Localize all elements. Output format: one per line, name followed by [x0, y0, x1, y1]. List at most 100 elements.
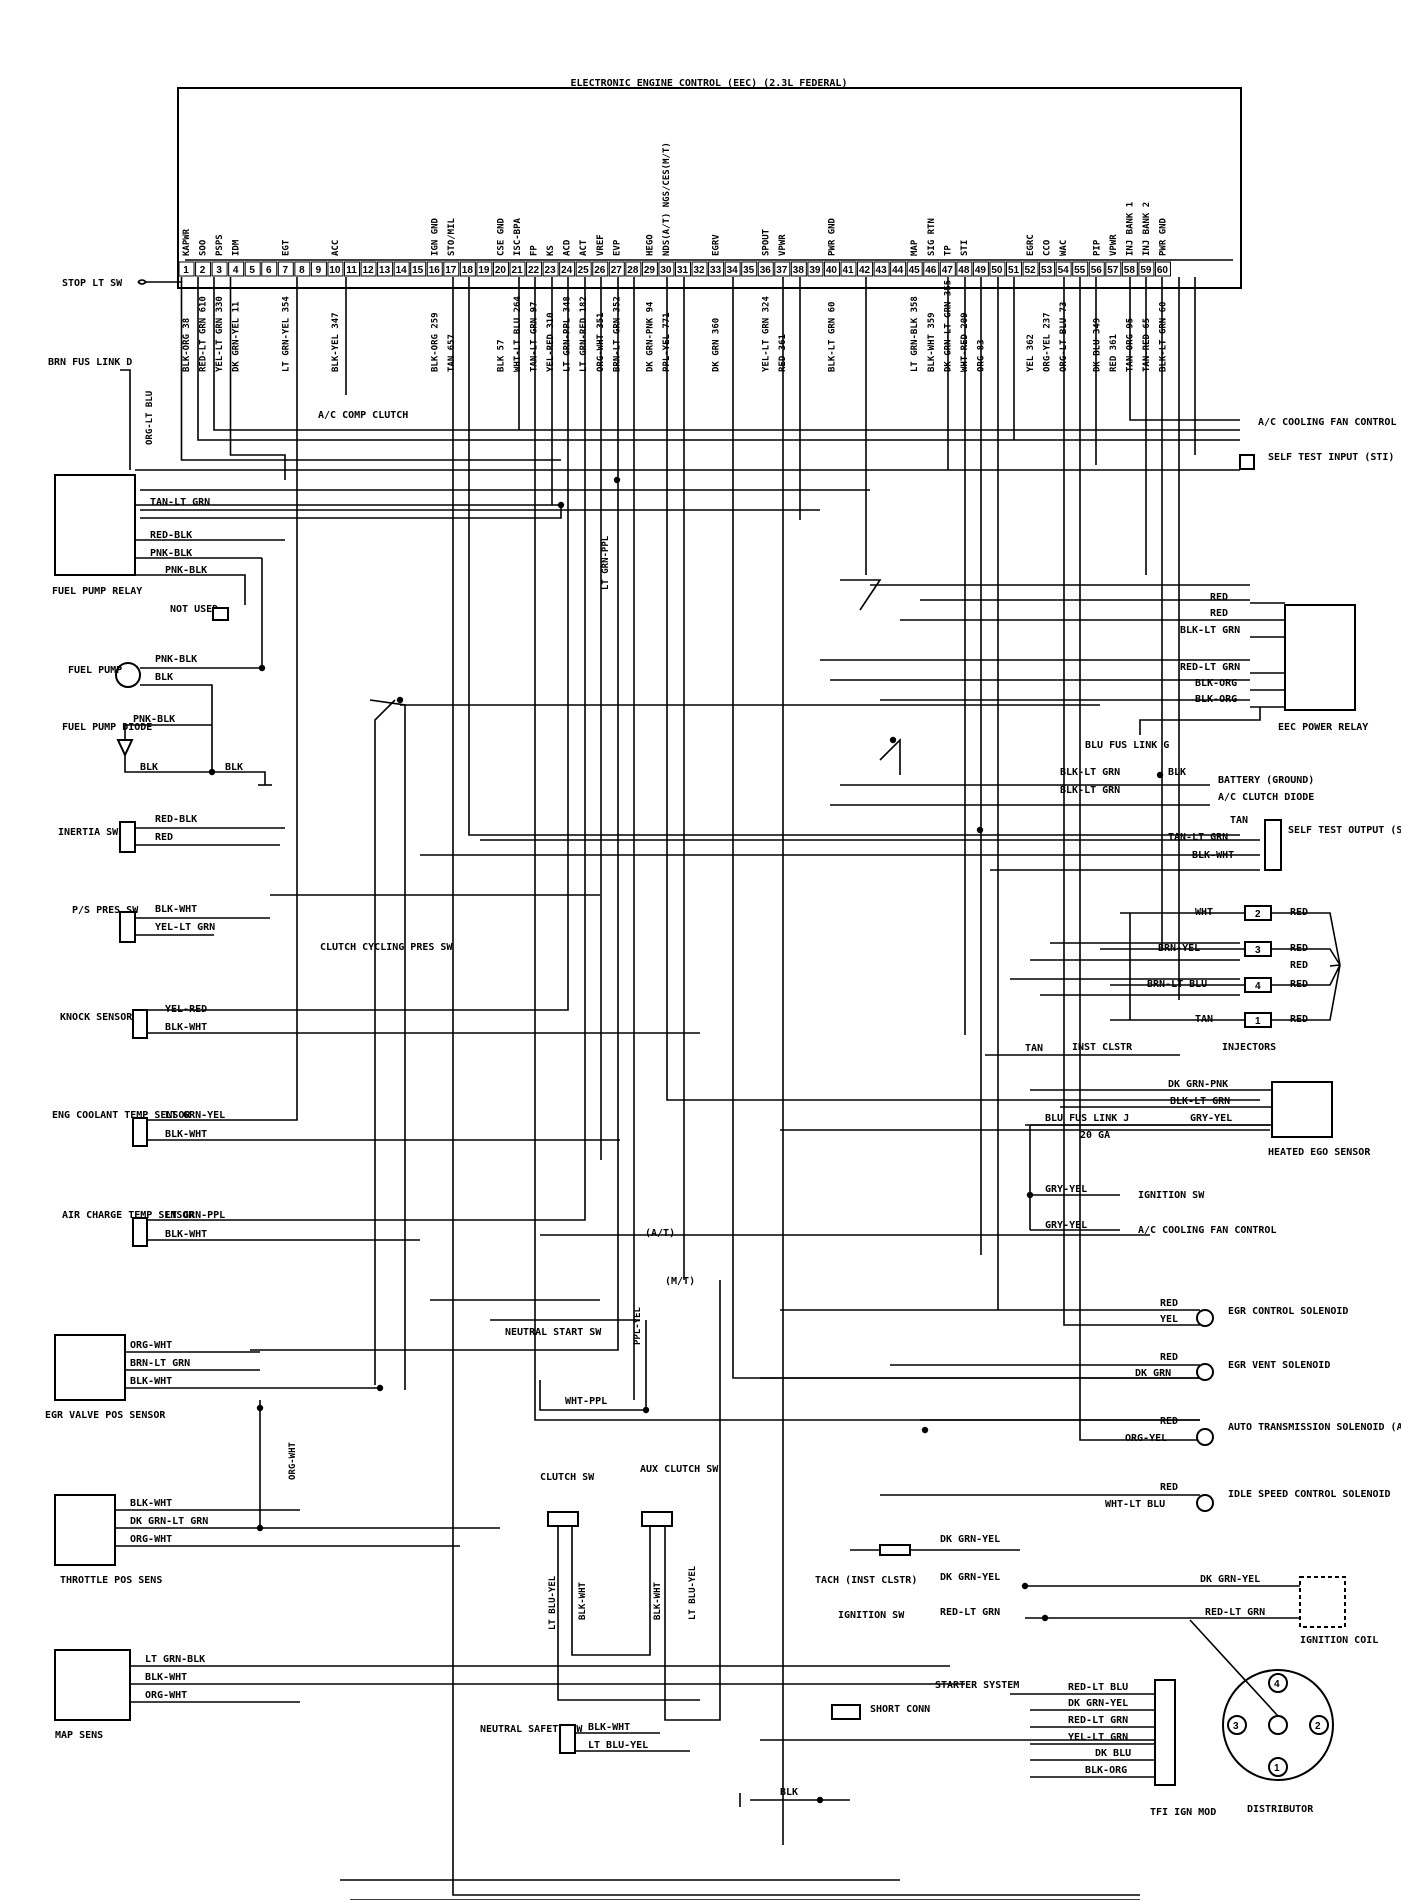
ecu-pin-box	[972, 261, 989, 277]
ecu-pin-number: 43	[876, 265, 888, 276]
eng-coolant-label: ENG COOLANT TEMP SENSOR	[52, 1110, 191, 1121]
ecu-pin-number: 33	[710, 265, 722, 276]
eng-coolant-text: ENG COOLANT TEMP SENSOR	[52, 1110, 191, 1121]
self-test-input-connector	[1239, 454, 1255, 470]
ecu-pin-box	[1138, 261, 1155, 277]
eec-relay-wire-3: BLK-LT GRN	[1180, 625, 1240, 636]
air-charge-text: AIR CHARGE TEMP SENSOR	[62, 1210, 195, 1221]
battery-wire-3: BLK-LT GRN	[1060, 785, 1120, 796]
ign-sw-2-text: IGNITION SW	[838, 1610, 905, 1621]
ecu-pin-box	[873, 261, 890, 277]
air-charge-label: AIR CHARGE TEMP SENSOR	[62, 1210, 195, 1221]
ecu-pin-box	[1039, 261, 1056, 277]
blk-ground-label: BLK	[780, 1787, 798, 1798]
ecu-pin-box	[840, 261, 857, 277]
ecu-pin-box	[178, 261, 195, 277]
dist-num-1: 1	[1274, 1763, 1280, 1774]
ecu-pin-function: INJ BANK 2	[1142, 202, 1152, 256]
idle-speed-text: IDLE SPEED CONTROL SOLENOID	[1228, 1489, 1391, 1500]
ecu-pin-number: 49	[975, 265, 987, 276]
clutch-cycling-label: CLUTCH CYCLING PRES SW	[320, 942, 453, 953]
tfi-wire-5: DK BLU	[1095, 1748, 1131, 1759]
ecu-title: ELECTRONIC ENGINE CONTROL (EEC) (2.3L FE…	[571, 78, 848, 89]
ecu-pin-number: 13	[379, 265, 391, 276]
ecu-pin-box	[625, 261, 642, 277]
relay-wire-3: PNK-BLK	[150, 548, 192, 559]
air-charge-wire-1: LT GRN-PPL	[165, 1210, 225, 1221]
wht-ppl-label: WHT-PPL	[565, 1396, 607, 1407]
ecu-pin-box	[757, 261, 774, 277]
relay-wire-1: TAN-LT GRN	[150, 497, 210, 508]
ecu-wire-label: YEL-RED 310	[546, 312, 556, 372]
throttle-text: THROTTLE POS SENS	[60, 1575, 162, 1586]
fuel-pump-relay	[54, 474, 136, 576]
ecu-pin-function: IGN GND	[430, 217, 440, 256]
egr-valve-label: EGR VALVE POS SENSOR	[45, 1410, 166, 1421]
ecu-pin-box	[956, 261, 973, 277]
ecu-pin-number: 37	[776, 265, 788, 276]
ecu-pin-box	[823, 261, 840, 277]
injector-4-num: 4	[1255, 981, 1261, 992]
relay-wire-2: RED-BLK	[150, 530, 192, 541]
ecu-wire-label: TAN 657	[447, 334, 457, 372]
inst-clstr-label: INST CLSTR	[1072, 1042, 1133, 1053]
ecu-pin-box	[393, 261, 410, 277]
eec-relay-wire-6: BLK-ORG	[1195, 694, 1237, 705]
ecu-pin-box	[211, 261, 228, 277]
neutral-safety-connector	[559, 1724, 576, 1754]
ecu-wire-label: BLK-YEL 347	[331, 312, 341, 372]
ecu-pin-number: 2	[200, 265, 206, 276]
ecu-pin-number: 7	[283, 265, 289, 276]
throttle-wire-2: DK GRN-LT GRN	[130, 1516, 208, 1527]
self-test-output-label: SELF TEST OUTPUT (STO) CONN	[1288, 825, 1401, 836]
ecu-pin-number: 1	[183, 265, 189, 276]
throttle-wire-1: BLK-WHT	[130, 1498, 172, 1509]
distributor-center	[1268, 1715, 1288, 1735]
ecu-pin-number: 22	[528, 265, 540, 276]
auto-trans-label: AUTO TRANSMISSION SOLENOID (A/T)	[1228, 1422, 1401, 1433]
ecu-pin-number: 60	[1157, 265, 1169, 276]
ecu-pin-number: 29	[644, 265, 656, 276]
self-test-output-connector	[1264, 819, 1282, 871]
short-conn-label: SHORT CONN	[870, 1704, 930, 1715]
tach-wire: DK GRN-YEL	[940, 1572, 1000, 1583]
not-used-connector	[212, 607, 229, 621]
ecu-pin-number: 35	[743, 265, 755, 276]
map-sens-label: MAP SENS	[55, 1730, 103, 1741]
ecu-pin-number: 55	[1074, 265, 1086, 276]
ecu-pin-number: 26	[594, 265, 606, 276]
resistor	[879, 1544, 911, 1556]
ecu-pin-box	[526, 261, 543, 277]
starter-system-text: STARTER SYSTEM	[935, 1680, 1019, 1691]
inertia-wire-2: RED	[155, 832, 173, 843]
ecu-pin-box	[608, 261, 625, 277]
aux-clutch-sw-label: AUX CLUTCH SW	[640, 1464, 719, 1475]
egr-vent-wire-1: RED	[1160, 1352, 1178, 1363]
battery-label: BATTERY (GROUND)	[1218, 775, 1314, 786]
tfi-label: TFI IGN MOD	[1150, 1807, 1216, 1818]
ecu-pin-box	[906, 261, 923, 277]
ecu-pin-number: 32	[693, 265, 705, 276]
ecu-pin-number: 40	[826, 265, 838, 276]
coolant-wire-1: LT GRN-YEL	[165, 1110, 225, 1121]
ecu-pin-box	[228, 261, 245, 277]
ign-sw-1-label: IGNITION SW	[1138, 1190, 1205, 1201]
fuel-pump-wire-1: PNK-BLK	[155, 654, 197, 665]
org-wht-vertical-label: ORG-WHT	[288, 1441, 298, 1480]
clutch-sw-label: CLUTCH SW	[540, 1472, 595, 1483]
ecu-pin-number: 17	[445, 265, 457, 276]
self-test-input-label: SELF TEST INPUT (STI) CONN	[1268, 452, 1401, 463]
ecu-pin-box	[774, 261, 791, 277]
ps-wire-1: BLK-WHT	[155, 904, 197, 915]
battery-wire-2: BLK	[1168, 767, 1186, 778]
self-test-input-text: SELF TEST INPUT (STI) CONN	[1268, 452, 1401, 463]
eec-relay-wire-4: RED-LT GRN	[1180, 662, 1240, 673]
ecu-pin-number: 16	[429, 265, 441, 276]
ecu-pin-number: 8	[299, 265, 305, 276]
fuel-pump-relay-label: FUEL PUMP RELAY	[52, 586, 142, 597]
starter-system-label: STARTER SYSTEM	[935, 1680, 1019, 1691]
heated-ego-text: HEATED EGO SENSOR	[1268, 1147, 1371, 1158]
egr-vent-text: EGR VENT SOLENOID	[1228, 1360, 1330, 1371]
